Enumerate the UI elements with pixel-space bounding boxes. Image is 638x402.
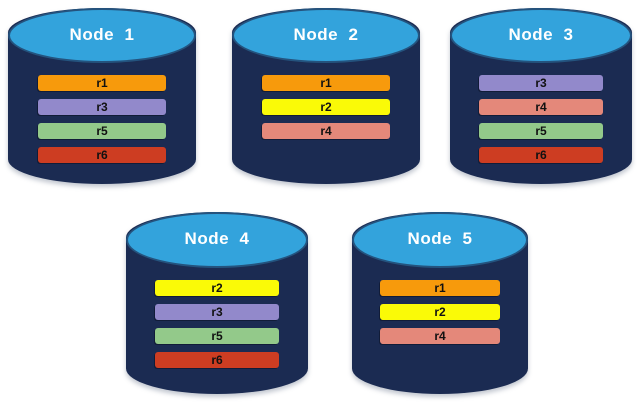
database-node-5[interactable]: Node 5 r1 r2 r4 <box>352 212 528 394</box>
replica-bar-r4[interactable]: r4 <box>262 123 390 139</box>
replica-bar-r6[interactable]: r6 <box>479 147 603 163</box>
replica-bar-r6[interactable]: r6 <box>38 147 166 163</box>
database-node-2[interactable]: Node 2 r1 r2 r4 <box>232 8 420 184</box>
node-label: Node 4 <box>184 229 250 248</box>
replica-list: r3 r4 r5 r6 <box>450 75 632 163</box>
node-label: Node 3 <box>508 25 574 44</box>
cylinder-top <box>232 8 420 63</box>
node-label: Node 5 <box>407 229 473 248</box>
cylinder-top <box>450 8 632 63</box>
replica-bar-r2[interactable]: r2 <box>155 280 279 296</box>
cylinder-top <box>126 212 308 268</box>
replica-bar-r4[interactable]: r4 <box>479 99 603 115</box>
replica-bar-r2[interactable]: r2 <box>380 304 500 320</box>
cylinder-top <box>352 212 528 268</box>
replica-bar-r3[interactable]: r3 <box>38 99 166 115</box>
replica-list: r2 r3 r5 r6 <box>126 280 308 368</box>
cylinder-top <box>8 8 196 63</box>
replica-list: r1 r3 r5 r6 <box>8 75 196 163</box>
replica-bar-r1[interactable]: r1 <box>38 75 166 91</box>
replica-bar-r4[interactable]: r4 <box>380 328 500 344</box>
replica-bar-r5[interactable]: r5 <box>38 123 166 139</box>
replica-bar-r3[interactable]: r3 <box>479 75 603 91</box>
database-node-1[interactable]: Node 1 r1 r3 r5 r6 <box>8 8 196 184</box>
replica-bar-r5[interactable]: r5 <box>155 328 279 344</box>
node-label: Node 2 <box>293 25 359 44</box>
replica-bar-r2[interactable]: r2 <box>262 99 390 115</box>
replica-list: r1 r2 r4 <box>352 280 528 344</box>
replica-bar-r6[interactable]: r6 <box>155 352 279 368</box>
replica-list: r1 r2 r4 <box>232 75 420 139</box>
replica-bar-r5[interactable]: r5 <box>479 123 603 139</box>
database-node-4[interactable]: Node 4 r2 r3 r5 r6 <box>126 212 308 394</box>
database-node-3[interactable]: Node 3 r3 r4 r5 r6 <box>450 8 632 184</box>
replica-bar-r1[interactable]: r1 <box>262 75 390 91</box>
replica-bar-r3[interactable]: r3 <box>155 304 279 320</box>
replica-bar-r1[interactable]: r1 <box>380 280 500 296</box>
node-label: Node 1 <box>69 25 135 44</box>
